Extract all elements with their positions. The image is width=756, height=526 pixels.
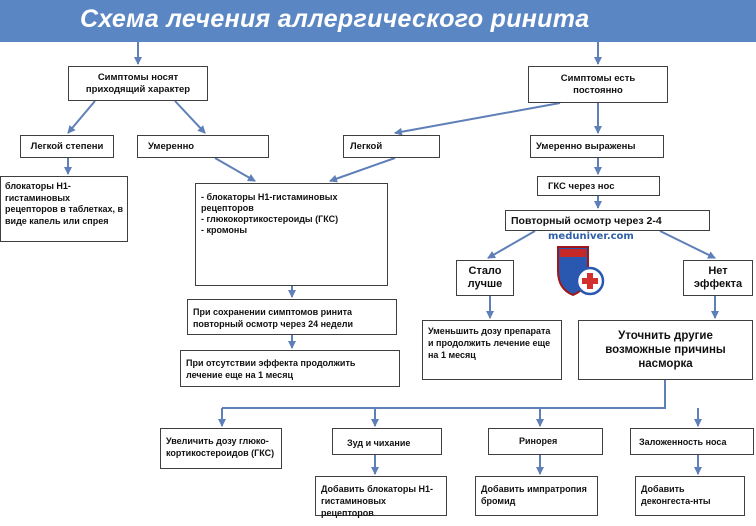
arrow-transient-mild xyxy=(67,100,96,134)
node-itch-sneeze: Зуд и чихание xyxy=(332,428,442,455)
node-mild-right: Легкой xyxy=(343,135,440,158)
arrow-repeat-noeffect xyxy=(659,230,716,259)
arrow-transient-moderate xyxy=(174,100,206,134)
node-reduce-dose: Уменьшить дозу препарата и продолжить ле… xyxy=(422,320,562,380)
arrow-repeat-better xyxy=(487,230,536,259)
node-add-ipratropium: Добавить импратропия бромид xyxy=(475,476,598,516)
node-add-blockers: Добавить блокаторы Н1-гистаминовых рецеп… xyxy=(315,476,447,518)
node-rhinorrhea: Ринорея xyxy=(488,428,603,455)
node-gks-nose: ГКС через нос xyxy=(537,176,660,196)
node-repeat-exam: Повторный осмотр через 2-4 xyxy=(505,210,710,231)
node-constant: Симптомы есть постоянно xyxy=(528,66,668,103)
node-no-effect: Нет эффекта xyxy=(683,260,753,296)
logo-text: meduniver.com xyxy=(548,231,634,242)
node-mild-left: Легкой степени xyxy=(20,135,114,158)
arrow-constant-mild xyxy=(394,102,561,136)
diagram-title: Схема лечения аллергического ринита xyxy=(80,5,590,33)
node-blockers-tablets: блокаторы Н1-гистаминовых рецепторов в т… xyxy=(0,176,128,242)
node-moderate-left: Умеренно xyxy=(137,135,269,158)
node-treatment-list: - блокаторы Н1-гистаминовых рецепторов -… xyxy=(195,183,388,286)
node-congestion: Заложенность носа xyxy=(630,428,754,455)
arrow-mild-right-list xyxy=(329,157,396,183)
arrow-moderate-list xyxy=(214,157,256,182)
node-transient: Симптомы носят приходящий характер xyxy=(68,66,208,101)
node-better: Стало лучше xyxy=(456,260,514,296)
node-clarify: Уточнить другие возможные причины насмор… xyxy=(578,320,753,380)
node-add-decongestants: Добавить деконгеста-нты xyxy=(635,476,745,516)
node-no-effect-continue: При отсутствии эффекта продолжить лечени… xyxy=(180,350,400,387)
medical-cross-icon xyxy=(557,246,605,297)
meduniver-logo: meduniver.com xyxy=(548,231,634,299)
title-bar xyxy=(0,0,756,42)
node-increase-gks: Увеличить дозу глюко-кортикостероидов (Г… xyxy=(160,428,282,469)
node-repeat-24: При сохранении симптомов ринита повторны… xyxy=(187,299,397,335)
node-moderate-right: Умеренно выражены xyxy=(530,135,664,158)
